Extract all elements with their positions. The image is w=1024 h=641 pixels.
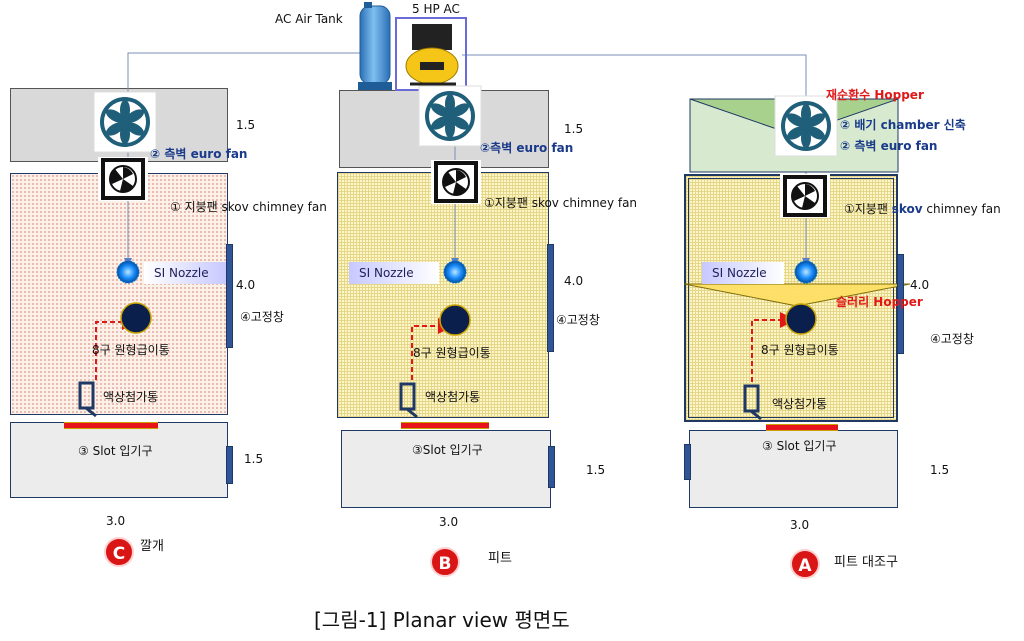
panel-c-chimney-fan-label: ① 지붕팬 skov chimney fan	[170, 200, 327, 214]
panel-a-window-label: ④고정창	[930, 332, 974, 346]
panel-a-badge: A	[790, 549, 820, 579]
panel-c-slot-bar	[64, 422, 158, 429]
panel-b-slot-bar	[401, 422, 489, 429]
panel-c-window	[226, 244, 233, 348]
panel-a-slurry-hopper-label: 슬러리 Hopper	[836, 295, 923, 309]
panel-c-euro-fan-label: ② 측벽 euro fan	[150, 147, 248, 161]
panel-b-euro-fan-label: ②측벽 euro fan	[480, 141, 574, 155]
panel-b-badge: B	[430, 547, 460, 577]
panel-c-badge: C	[104, 537, 134, 567]
air-tank-icon	[358, 2, 392, 90]
panel-a-bottom-window	[684, 444, 691, 480]
panel-c-width-dim: 3.0	[106, 514, 126, 528]
panel-a-liquid-tank-label: 액상첨가통	[772, 397, 828, 411]
panel-a-chimney-fan-label: ①지붕팬 skov chimney fan	[844, 202, 1001, 216]
panel-a-euro-fan-label: ② 측벽 euro fan	[840, 139, 938, 153]
panel-b-width-dim: 3.0	[439, 515, 459, 529]
ac-air-tank-label: AC Air Tank	[275, 12, 343, 26]
panel-c-name: 깔개	[140, 539, 164, 554]
euro-fan-icons	[93, 85, 838, 157]
panel-b-top-dim: 1.5	[564, 122, 584, 136]
panel-c-top-dim: 1.5	[236, 118, 256, 132]
panel-b-slot-inlet-label: ③Slot 입기구	[412, 443, 483, 457]
hp-ac-label: 5 HP AC	[412, 2, 460, 16]
panel-b-bottom-dim: 1.5	[586, 463, 606, 477]
air-compressor-icon	[395, 17, 467, 91]
panel-a-name: 피트 대조구	[834, 555, 898, 570]
panel-b-window-label: ④고정창	[556, 313, 600, 327]
nozzle-icons	[116, 260, 818, 284]
panel-a-exhaust-chamber-label: ② 배기 chamber 신축	[840, 118, 966, 132]
feed-tank-icons	[120, 302, 817, 336]
panel-b-liquid-tank-label: 액상첨가통	[425, 390, 481, 404]
panel-a-window	[897, 254, 904, 354]
panel-c-slot-inlet-label: ③ Slot 입기구	[78, 444, 153, 458]
panel-c-bottom-window	[226, 446, 233, 484]
panel-b-name: 피트	[488, 551, 512, 566]
panel-a-chimney-fan-suffix: chimney fan	[926, 202, 1001, 216]
panel-c-window-label: ④고정창	[240, 310, 284, 324]
panel-a-nozzle-label: SI Nozzle	[702, 262, 784, 284]
panel-c-bottom-dim: 1.5	[244, 452, 264, 466]
figure-caption: [그림-1] Planar view 평면도	[314, 608, 570, 632]
panel-a-slot-bar	[766, 424, 838, 431]
panel-a-feed-tank-label: 8구 원형급이통	[761, 343, 839, 357]
slurry-hopper-shape	[683, 283, 911, 307]
panel-c-liquid-tank-label: 액상첨가통	[103, 390, 159, 404]
panel-a-chimney-fan-prefix: ①지붕팬	[844, 202, 888, 216]
chimney-fan-icons	[98, 157, 830, 218]
panel-a-bottom-dim: 1.5	[930, 463, 950, 477]
liquid-tank-icons	[78, 381, 762, 421]
panel-b-feed-tank-label: 8구 원형급이통	[413, 346, 491, 360]
panel-c-nozzle-label: SI Nozzle	[144, 262, 226, 284]
panel-b-nozzle-label: SI Nozzle	[349, 262, 439, 284]
panel-a-mid-dim: 4.0	[910, 278, 930, 292]
panel-a-width-dim: 3.0	[790, 518, 810, 532]
feed-lines	[95, 312, 796, 382]
panel-a-recirc-hopper-label: 재순환수 Hopper	[826, 88, 924, 102]
panel-b-mid-dim: 4.0	[564, 274, 584, 288]
panel-c-mid-dim: 4.0	[236, 278, 256, 292]
panel-a-slot-inlet-label: ③ Slot 입기구	[762, 439, 837, 453]
panel-a-chimney-fan-brand: skov	[891, 202, 923, 216]
panel-b-bottom-window	[548, 446, 555, 488]
panel-b-chimney-fan-label: ①지붕팬 skov chimney fan	[484, 196, 638, 210]
panel-b-window	[547, 244, 554, 352]
panel-c-feed-tank-label: 8구 원형급이통	[92, 343, 170, 357]
